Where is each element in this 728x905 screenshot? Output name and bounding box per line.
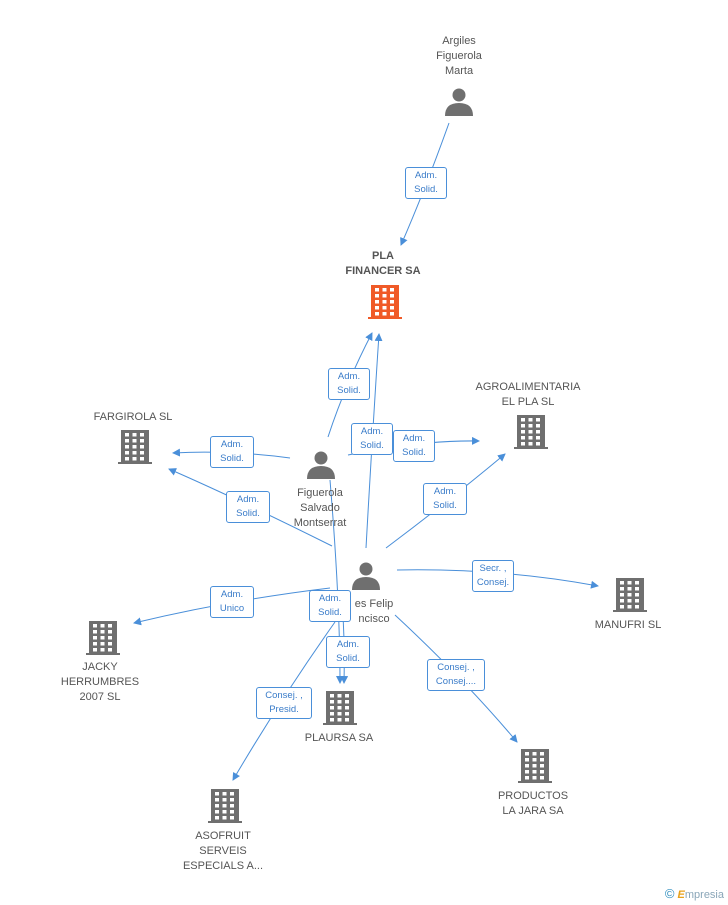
edge-label-felip-jacky: Adm. Unico	[210, 586, 254, 618]
edge-label-felip-productos: Consej. , Consej....	[427, 659, 485, 691]
node-label-manufri[interactable]: MANUFRI SL	[594, 619, 662, 631]
node-label-pla[interactable]: PLA FINANCER SA	[345, 250, 421, 277]
person-icon[interactable]	[352, 562, 380, 591]
main-company-building-icon[interactable]	[368, 285, 402, 319]
building-icon[interactable]	[86, 621, 120, 655]
building-icon[interactable]	[118, 430, 152, 464]
edge-label-montserrat-fargirola: Adm. Solid.	[210, 436, 254, 468]
edge-label-montserrat-agro: Adm. Solid.	[393, 430, 435, 462]
person-icon[interactable]	[445, 88, 473, 117]
edge-label-felip-manufri: Secr. , Consej.	[472, 560, 514, 592]
building-icon[interactable]	[613, 578, 647, 612]
node-label-plaursa[interactable]: PLAURSA SA	[304, 732, 374, 744]
edge-label-montserrat-pla: Adm. Solid.	[328, 368, 370, 400]
node-label-jacky[interactable]: JACKY HERRUMBRES 2007 SL	[60, 661, 140, 703]
edge-label-felip-asofruit: Consej. , Presid.	[256, 687, 312, 719]
building-icon[interactable]	[208, 789, 242, 823]
node-label-productos[interactable]: PRODUCTOS LA JARA SA	[497, 790, 569, 817]
edge-label-felip-plaursa: Adm. Solid.	[326, 636, 370, 668]
node-label-argiles[interactable]: Argiles Figuerola Marta	[436, 35, 482, 77]
building-icon[interactable]	[518, 749, 552, 783]
edge-label-felip-fargirola: Adm. Solid.	[226, 491, 270, 523]
edge-label-felip-agro: Adm. Solid.	[423, 483, 467, 515]
building-icon[interactable]	[514, 415, 548, 449]
node-label-felip[interactable]: es Felip ncisco	[354, 598, 394, 625]
edge-label-argiles-pla: Adm. Solid.	[405, 167, 447, 199]
node-label-montserrat[interactable]: Figuerola Salvado Montserrat	[293, 487, 347, 529]
node-label-agro[interactable]: AGROALIMENTARIA EL PLA SL	[475, 381, 581, 408]
node-label-asofruit[interactable]: ASOFRUIT SERVEIS ESPECIALS A...	[182, 830, 264, 872]
node-label-fargirola[interactable]: FARGIROLA SL	[93, 411, 173, 423]
building-icon[interactable]	[323, 691, 357, 725]
copyright-icon: ©	[664, 886, 675, 901]
empresia-brand[interactable]: © Empresia	[664, 886, 724, 901]
edge-label-felip-pla: Adm. Solid.	[351, 423, 393, 455]
edge-label-montserrat-plaursa: Adm. Solid.	[309, 590, 351, 622]
person-icon[interactable]	[307, 451, 335, 480]
